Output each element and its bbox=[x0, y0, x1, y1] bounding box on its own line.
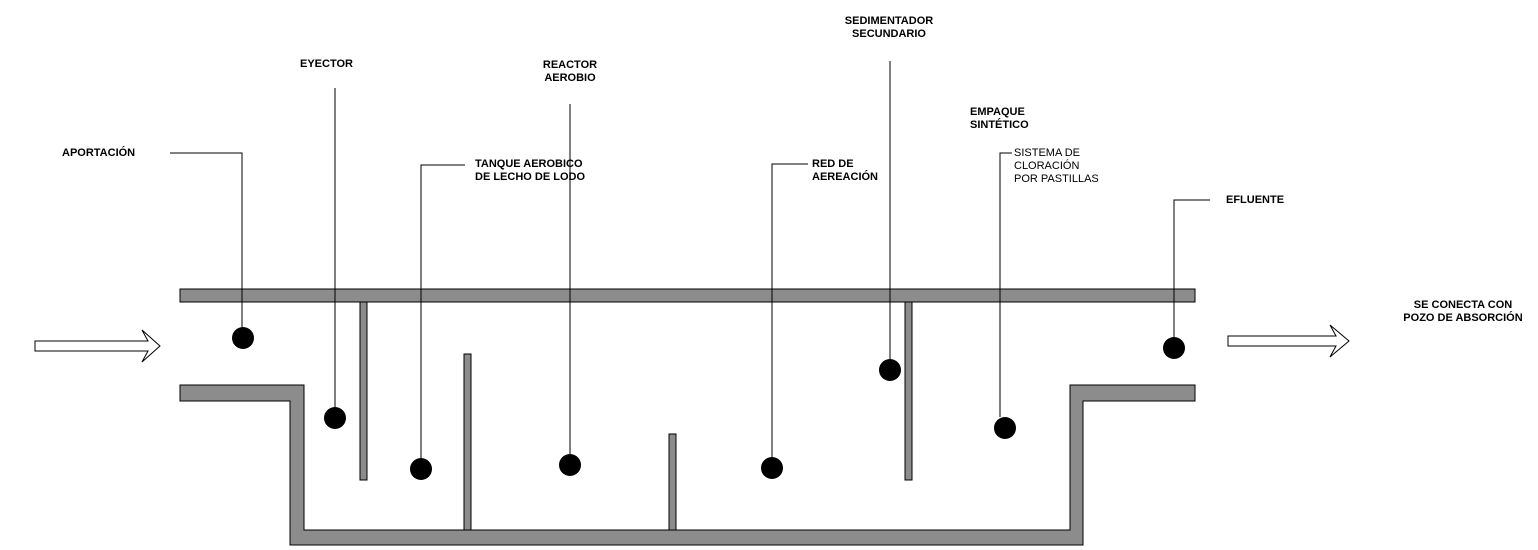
label-red: RED DE AEREACIÓN bbox=[812, 158, 879, 183]
label-tanque: TANQUE AEROBICO DE LECHO DE LODO bbox=[475, 158, 586, 183]
label-eyector: EYECTOR bbox=[300, 58, 353, 70]
leader-tanque bbox=[420, 164, 465, 459]
tank-walls bbox=[179, 384, 1196, 546]
marker-sedimentador bbox=[879, 359, 901, 381]
label-conecta: SE CONECTA CON POZO DE ABSORCIÓN bbox=[1403, 299, 1523, 324]
leader-efluente bbox=[1173, 199, 1210, 338]
sedimentation-baffle bbox=[904, 301, 913, 481]
outlet-arrow bbox=[1227, 324, 1350, 358]
marker-eyector bbox=[324, 407, 346, 429]
marker-red bbox=[761, 457, 783, 479]
markers bbox=[232, 327, 1185, 480]
leader-cloracion bbox=[999, 152, 1012, 417]
label-efluente: EFLUENTE bbox=[1226, 194, 1285, 206]
ejector-baffle bbox=[359, 301, 368, 481]
inlet-arrow bbox=[34, 329, 161, 363]
marker-cloracion bbox=[994, 417, 1016, 439]
label-empaque: EMPAQUE SINTÉTICO bbox=[970, 106, 1029, 131]
label-sedimentador: SEDIMENTADOR SECUNDARIO bbox=[844, 15, 934, 40]
label-cloracion: SISTEMA DE CLORACIÓN POR PASTILLAS bbox=[1014, 147, 1099, 185]
marker-aportacion bbox=[232, 327, 254, 349]
leader-aportacion bbox=[170, 152, 243, 328]
leader-red bbox=[771, 163, 808, 458]
marker-reactor bbox=[559, 454, 581, 476]
label-reactor: REACTOR AEROBIO bbox=[542, 59, 598, 84]
marker-efluente bbox=[1163, 337, 1185, 359]
reactor-baffle bbox=[463, 353, 472, 531]
aeration-baffle bbox=[668, 433, 677, 531]
leader-lines bbox=[170, 61, 1210, 459]
marker-tanque bbox=[410, 458, 432, 480]
top-slab bbox=[179, 288, 1196, 303]
label-aportacion: APORTACIÓN bbox=[62, 147, 136, 159]
